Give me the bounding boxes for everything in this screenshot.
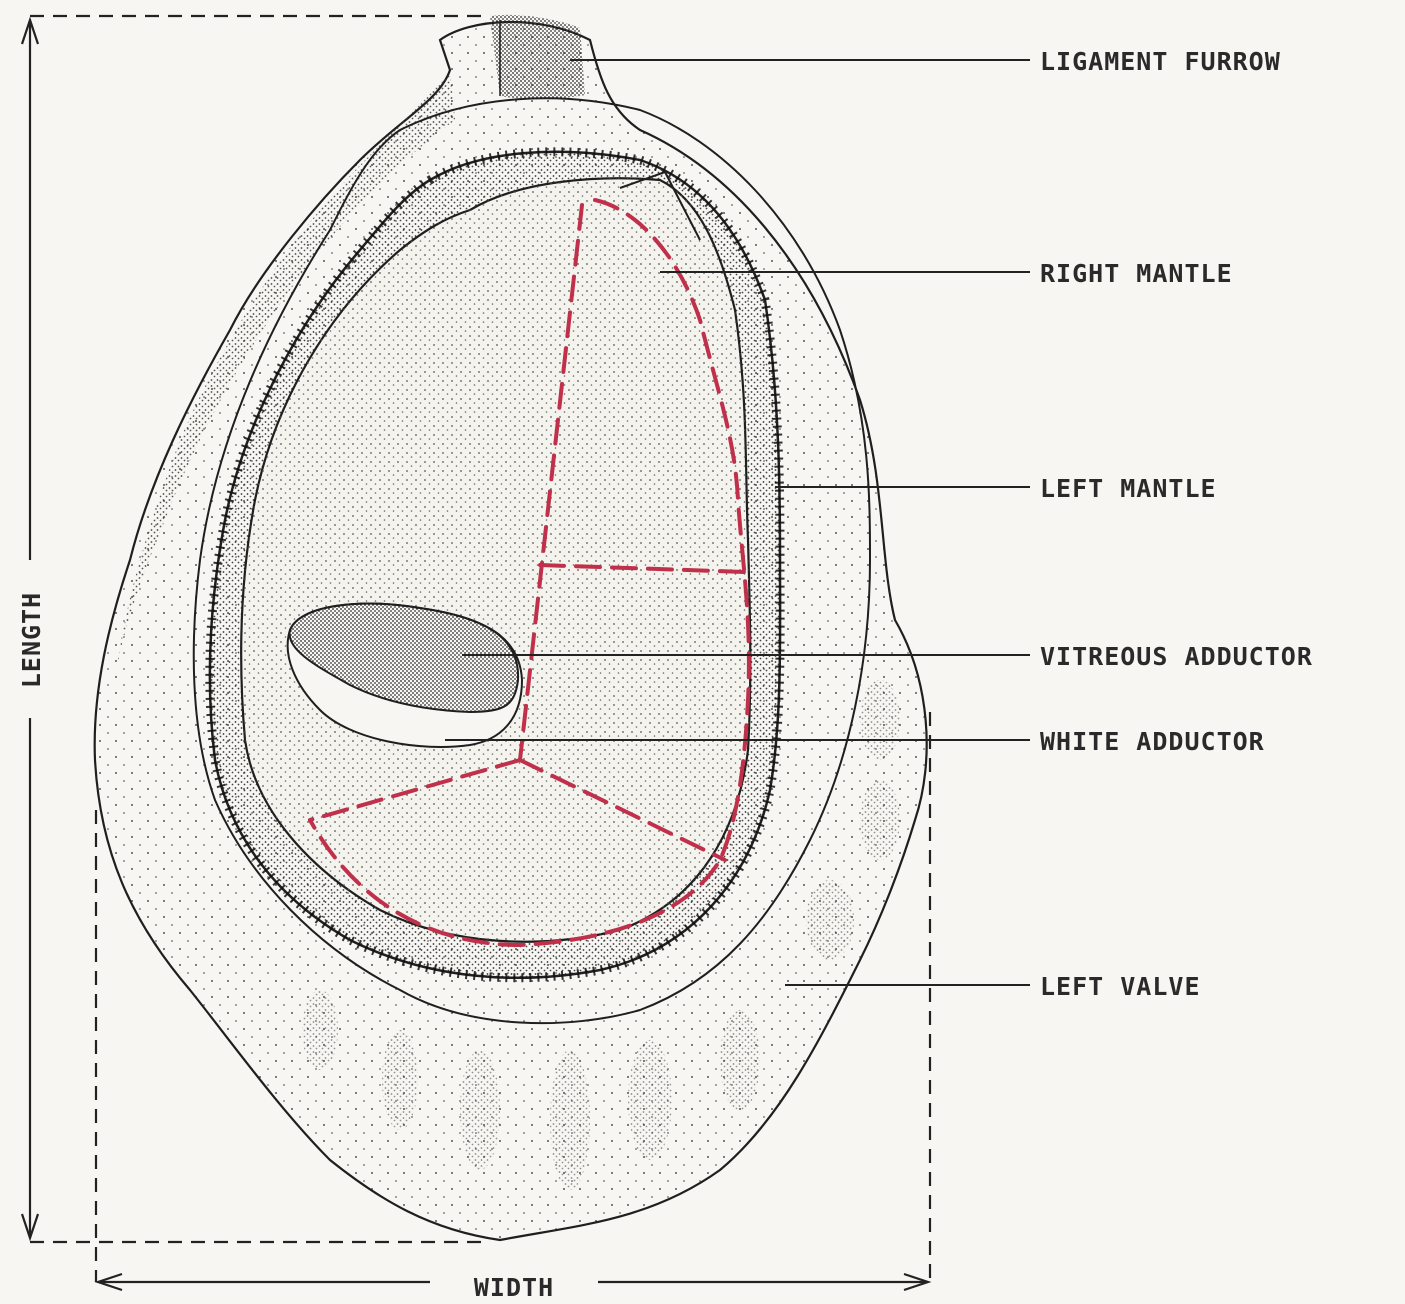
left-mantle-label: LEFT MANTLE — [1040, 474, 1217, 503]
white-adductor-label: WHITE ADDUCTOR — [1040, 727, 1265, 756]
right-mantle-label: RIGHT MANTLE — [1040, 259, 1233, 288]
width-label: WIDTH — [474, 1273, 554, 1302]
left-valve-label: LEFT VALVE — [1040, 972, 1201, 1001]
ligament-furrow-label: LIGAMENT FURROW — [1040, 47, 1281, 76]
vitreous-adductor-label: VITREOUS ADDUCTOR — [1040, 642, 1313, 671]
ligament-furrow-shape — [490, 15, 585, 99]
length-label: LENGTH — [17, 592, 46, 688]
